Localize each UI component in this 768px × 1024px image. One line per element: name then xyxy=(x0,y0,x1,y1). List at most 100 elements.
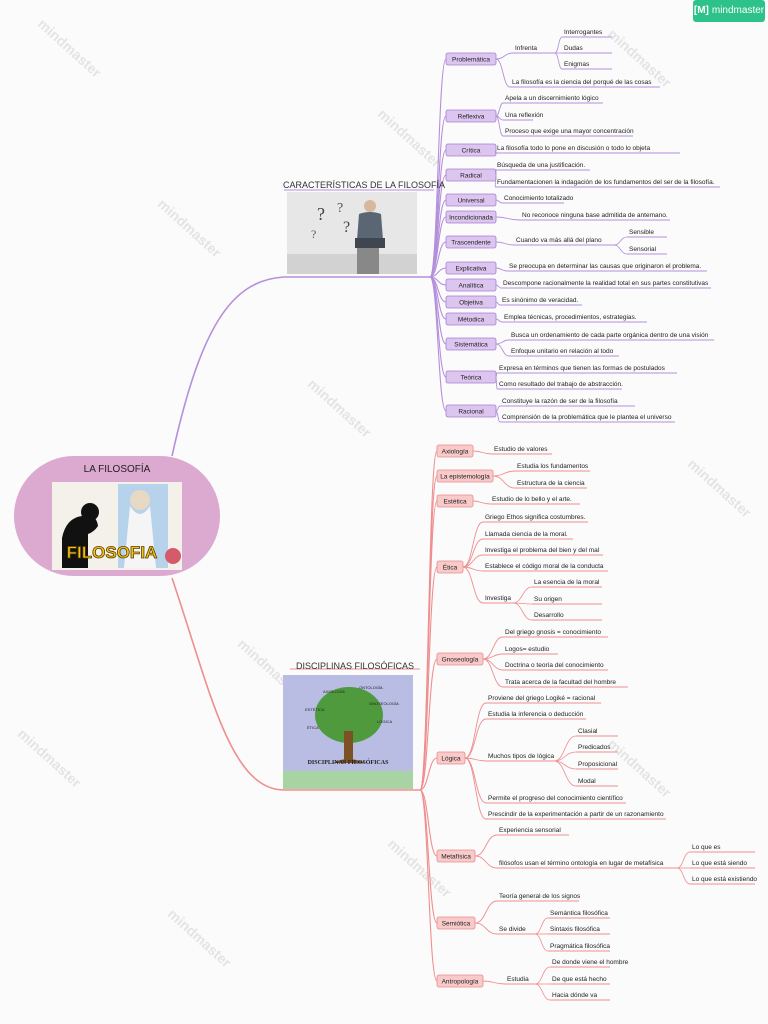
purple-subleaf-text: Sensible xyxy=(629,229,654,236)
purple-node-label: Crítica xyxy=(462,147,481,154)
connector-line xyxy=(495,301,501,306)
philosophy-image: FILOSOFIA xyxy=(52,482,182,570)
tree-image: AXIOLOGÍA ONTOLOGÍA GNOSEOLOGÍA ESTÉTICA… xyxy=(283,675,413,789)
red-node-label: Lógica xyxy=(441,755,461,762)
connector-line xyxy=(553,760,577,787)
connector-line xyxy=(419,658,438,791)
red-subleaf-text: De que está hecho xyxy=(552,976,607,983)
svg-text:?: ? xyxy=(317,204,325,224)
red-subleaf-text: Clasial xyxy=(578,728,598,735)
connector-line xyxy=(482,658,504,671)
purple-node-label: Trascendente xyxy=(451,239,491,246)
purple-leaf-text: La filosofía todo lo pone en discusión o… xyxy=(497,145,651,152)
red-subleaf-text: Su origen xyxy=(534,596,562,603)
purple-node-label: Racional xyxy=(458,408,484,415)
red-subleaf-text: Predicados xyxy=(578,744,611,751)
purple-leaf-text: Como resultado del trabajo de abstracció… xyxy=(499,381,623,388)
connector-line xyxy=(419,789,438,924)
red-node-label: Antropología xyxy=(442,978,479,985)
purple-leaf-text: No reconoce ninguna base admitida de ant… xyxy=(522,212,668,219)
connector-line xyxy=(495,376,498,390)
connector-line xyxy=(464,757,487,762)
connector-line xyxy=(495,102,504,117)
purple-leaf-text: Constituye la razón de ser de la filosof… xyxy=(502,398,618,405)
connector-line xyxy=(534,966,551,985)
connector-line xyxy=(419,789,438,857)
tree-label: LÓGICA xyxy=(377,719,392,724)
purple-leaf-text: Conocimiento totalizado xyxy=(504,195,574,202)
purple-leaf-text: Descompone racionalmente la realidad tot… xyxy=(503,280,709,287)
purple-leaf-text: Busca un ordenamiento de cada parte orgá… xyxy=(511,332,709,339)
tree-label: ONTOLOGÍA xyxy=(359,685,383,690)
connector-line xyxy=(495,241,515,246)
red-subleaf-text: De donde viene el hombre xyxy=(552,959,629,966)
root-node[interactable]: LA FILOSOFÍA FILOSOFIA xyxy=(14,456,220,576)
connector-line xyxy=(462,566,484,604)
red-leaf-text: Estudio de valores xyxy=(494,446,548,453)
connector-line xyxy=(472,450,493,455)
purple-node-label: Métodica xyxy=(458,316,485,323)
svg-text:?: ? xyxy=(337,201,343,216)
red-leaf-text: Estudia xyxy=(507,976,529,983)
red-leaf-text: Establece el código moral de la conducta xyxy=(485,563,604,570)
connector-line xyxy=(472,500,491,505)
connector-line xyxy=(464,718,487,759)
red-subleaf-text: Proposicional xyxy=(578,761,618,768)
tree-label: AXIOLOGÍA xyxy=(323,689,345,694)
connector-line xyxy=(553,751,577,762)
connector-line xyxy=(464,702,487,759)
red-leaf-text: Estudia los fundamentos xyxy=(517,463,589,470)
tree-caption: DISCIPLINAS FILOSÓFICAS xyxy=(308,758,390,766)
connector-line xyxy=(495,58,511,88)
red-leaf-text: Del griego gnosis = conocimiento xyxy=(505,629,601,636)
red-leaf-text: Se divide xyxy=(499,926,526,933)
connector-line xyxy=(474,900,498,924)
connector-line xyxy=(492,470,516,477)
purple-leaf-text: La filosofía es la ciencia del porqué de… xyxy=(512,79,652,86)
tree-label: ESTÉTICA xyxy=(305,707,325,712)
red-leaf-text: Prescindir de la experimentación a parti… xyxy=(488,811,664,818)
red-subleaf-text: Lo que es xyxy=(692,844,721,851)
connector-line xyxy=(492,475,516,489)
purple-node-label: Reflexiva xyxy=(458,113,485,120)
connector-line xyxy=(554,36,563,54)
red-leaf-text: Muchos tipos de lógica xyxy=(488,753,555,760)
purple-leaf-text: Emplea técnicas, procedimientos, estrate… xyxy=(504,314,637,321)
connector-line xyxy=(512,602,533,621)
mindmaster-badge[interactable]: [M]mindmaster xyxy=(693,0,765,22)
connector-line xyxy=(512,586,533,604)
svg-text:?: ? xyxy=(311,227,316,241)
red-node-label: Axiología xyxy=(442,448,469,455)
red-subleaf-text: Modal xyxy=(578,778,596,785)
red-node-label: Estética xyxy=(443,498,467,505)
connector-line xyxy=(534,917,549,935)
filosofia-image-text: FILOSOFIA xyxy=(67,543,158,562)
connector-line xyxy=(613,236,628,246)
purple-node-label: Teórica xyxy=(461,374,482,381)
connector-line xyxy=(462,566,484,572)
connector-line xyxy=(429,276,447,378)
badge-label: mindmaster xyxy=(711,5,765,16)
red-subleaf-text: Sintaxis filosófica xyxy=(550,926,600,933)
tree-label: GNOSEOLOGÍA xyxy=(369,701,399,706)
purple-node-label: Universal xyxy=(457,197,485,204)
red-subleaf-text: Lo que está existiendo xyxy=(692,876,757,883)
connector-line xyxy=(419,500,438,791)
connector-line xyxy=(495,410,501,423)
connector-line xyxy=(419,789,438,982)
connector-line xyxy=(429,115,447,278)
purple-subleaf-text: Enigmas xyxy=(564,61,590,68)
purple-node-label: Problemática xyxy=(452,56,490,63)
red-leaf-text: Trata acerca de la facultad del hombre xyxy=(505,679,616,686)
purple-leaf-text: Se preocupa en determinar las causas que… xyxy=(509,263,701,270)
red-leaf-text: Logos= estudio xyxy=(505,646,550,653)
purple-node-label: Objetiva xyxy=(459,299,483,306)
connector-line xyxy=(429,276,447,345)
branch-disciplinas xyxy=(171,577,420,791)
section-title-disciplinas: DISCIPLINAS FILOSÓFICAS xyxy=(296,661,415,671)
connector-line xyxy=(534,933,549,952)
red-leaf-text: Griego Ethos significa costumbres. xyxy=(485,514,586,521)
purple-node-label: Sistemática xyxy=(454,341,488,348)
connector-line xyxy=(553,735,577,762)
